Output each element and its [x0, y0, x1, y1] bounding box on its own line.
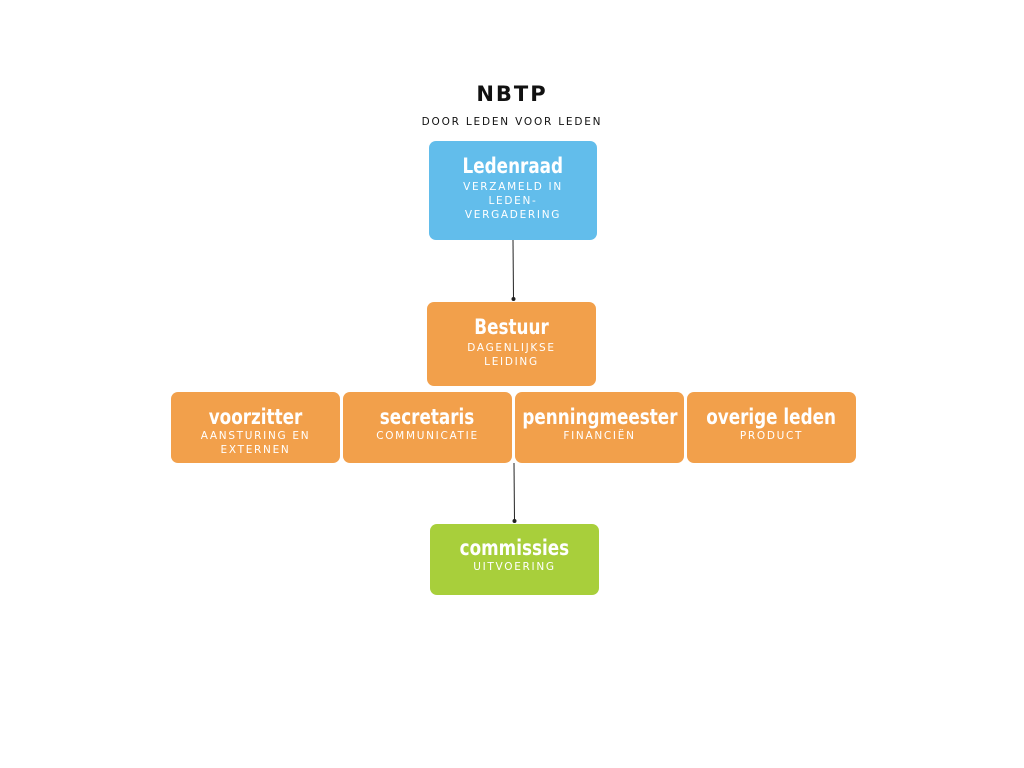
node-penningmeester: penningmeester FINANCIËN — [515, 392, 684, 463]
node-role: COMMUNICATIE — [376, 430, 479, 442]
node-name: voorzitter — [208, 405, 303, 429]
node-name: Ledenraad — [462, 154, 564, 178]
node-voorzitter: voorzitter AANSTURING EN EXTERNEN — [171, 392, 340, 463]
node-name: secretaris — [380, 405, 475, 429]
node-role: DAGENLIJKSE LEIDING — [467, 342, 556, 368]
node-secretaris: secretaris COMMUNICATIE — [343, 392, 512, 463]
node-role: PRODUCT — [739, 430, 804, 442]
connector-end-dot — [512, 519, 517, 523]
node-name: overige leden — [706, 405, 837, 429]
node-commissies: commissies UITVOERING — [430, 524, 599, 595]
connector-penningmeester-commissies — [513, 462, 515, 522]
node-bestuur: Bestuur DAGENLIJKSE LEIDING — [427, 302, 596, 386]
node-name: Bestuur — [474, 315, 549, 339]
node-role: AANSTURING EN EXTERNEN — [200, 430, 311, 456]
connector-end-dot — [511, 297, 516, 301]
diagram-title: NBTP — [476, 82, 548, 106]
node-name: commissies — [459, 536, 570, 560]
diagram-subtitle: DOOR LEDEN VOOR LEDEN — [421, 116, 603, 128]
node-role: UITVOERING — [473, 561, 556, 573]
node-name: penningmeester — [521, 405, 678, 429]
node-ledenraad: Ledenraad VERZAMELD IN LEDEN-VERGADERING — [429, 141, 597, 240]
node-overige-leden: overige leden PRODUCT — [687, 392, 856, 463]
connector-ledenraad-bestuur — [512, 239, 514, 300]
node-role: FINANCIËN — [563, 430, 636, 442]
node-role: VERZAMELD IN LEDEN-VERGADERING — [463, 181, 563, 221]
